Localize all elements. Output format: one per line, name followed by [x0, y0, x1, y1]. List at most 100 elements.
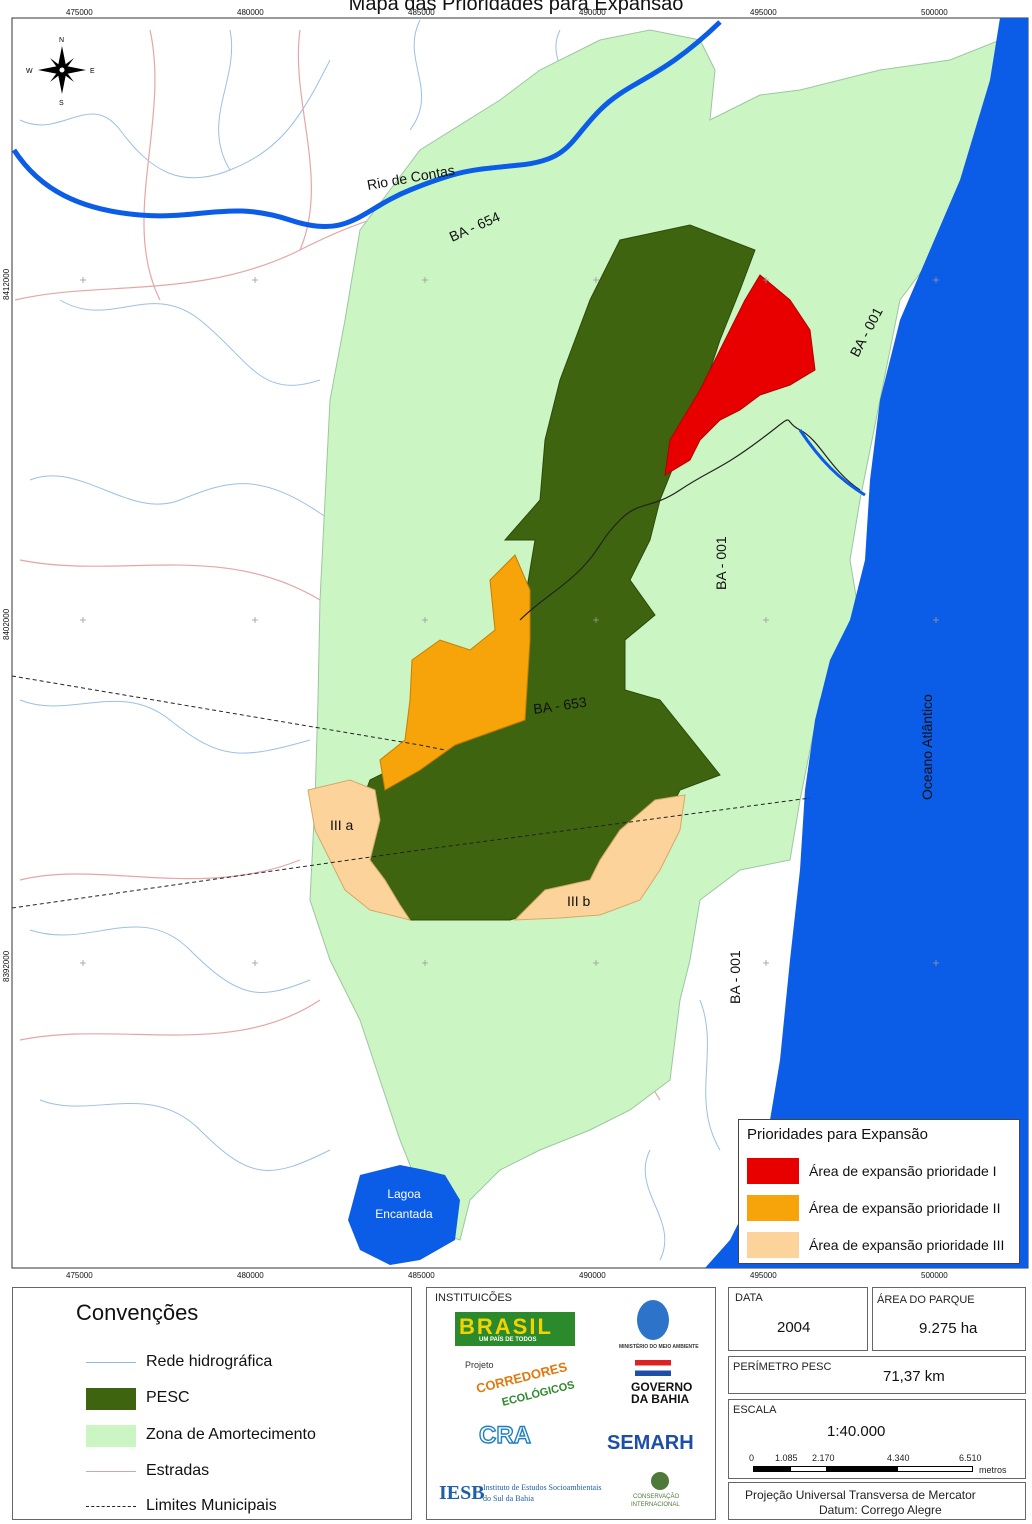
tree-icon [651, 1472, 669, 1490]
scale-tick-1: 1.085 [775, 1453, 798, 1463]
xtick-top-1: 480000 [237, 8, 264, 17]
priority-legend: Prioridades para Expansão Área de expans… [738, 1119, 1020, 1264]
area-panel: ÁREA DO PARQUE 9.275 ha [872, 1287, 1026, 1351]
scale-tick-4: 6.510 [959, 1453, 982, 1463]
projection-panel: Projeção Universal Transversa de Mercato… [728, 1482, 1026, 1520]
escala-panel: ESCALA 1:40.000 0 1.085 2.170 4.340 6.51… [728, 1399, 1026, 1479]
label-lagoa-2: Encantada [375, 1207, 433, 1221]
mma-logo: MINISTÉRIO DO MEIO AMBIENTE [619, 1300, 699, 1354]
xtick-bot-4: 495000 [750, 1271, 777, 1280]
label-oceano: Oceano Atlântico [919, 694, 935, 800]
rio-de-contas [11, 20, 722, 230]
priority-3a-area [307, 779, 412, 921]
priority-3-swatch [747, 1232, 799, 1258]
map-title: Mapa das Prioridades para Expansão [349, 0, 684, 15]
scale-tick-0: 0 [749, 1453, 755, 1463]
xtick-bot-0: 475000 [66, 1271, 93, 1280]
priority-1-swatch [747, 1158, 799, 1184]
zona-swatch [86, 1425, 136, 1447]
label-lagoa-1: Lagoa [387, 1187, 421, 1201]
priority-3-label: Área de expansão prioridade III [809, 1237, 1005, 1253]
institutions-title: INSTITUICÕES [435, 1292, 513, 1304]
convention-limites: Limites Municipais [13, 1492, 373, 1522]
cra-logo: CRA [475, 1418, 545, 1458]
buffer-zone [309, 29, 1001, 1241]
governo-text-2: DA BAHIA [631, 1392, 690, 1406]
xtick-top-5: 500000 [921, 8, 948, 17]
priority-legend-item-3: Área de expansão prioridade III [747, 1232, 1017, 1260]
priority-1-area [664, 274, 816, 476]
scale-tick-3: 4.340 [887, 1453, 910, 1463]
area-label: ÁREA DO PARQUE [877, 1294, 975, 1306]
xtick-bot-2: 485000 [408, 1271, 435, 1280]
priority-1-label: Área de expansão prioridade I [809, 1163, 997, 1179]
priority-2-swatch [747, 1195, 799, 1221]
scale-tick-2: 2.170 [812, 1453, 835, 1463]
atlantic-ocean [705, 18, 1028, 1268]
priority-legend-item-1: Área de expansão prioridade I [747, 1158, 1017, 1186]
iesb-full-2: do Sul da Bahia [483, 1494, 534, 1503]
conventions-panel: Convenções Rede hidrográfica PESC Zona d… [12, 1287, 412, 1520]
priority-2-label: Área de expansão prioridade II [809, 1200, 1001, 1216]
projection-line-1: Projeção Universal Transversa de Mercato… [745, 1488, 976, 1502]
compass-s: S [59, 100, 64, 107]
xtick-bot-1: 480000 [237, 1271, 264, 1280]
convention-label: Zona de Amortecimento [146, 1426, 316, 1443]
label-iiib: III b [567, 893, 591, 909]
hydro-line-icon [86, 1362, 136, 1363]
corredores-logo: Projeto CORREDORES ECOLÓGICOS [455, 1359, 585, 1409]
ci-text-1: CONSERVAÇÃO [633, 1494, 680, 1500]
perimetro-panel: PERÍMETRO PESC 71,37 km [728, 1356, 1026, 1394]
label-ba653: BA - 653 [532, 694, 588, 717]
scale-bar [753, 1466, 973, 1472]
xtick-top-0: 475000 [66, 8, 93, 17]
xtick-bot-3: 490000 [579, 1271, 606, 1280]
ci-logo: CONSERVAÇÃO INTERNACIONAL [625, 1470, 705, 1516]
label-iiia: III a [330, 817, 354, 833]
projection-line-2: Datum: Corrego Alegre [819, 1503, 942, 1517]
brasil-logo: BRASIL UM PAÍS DE TODOS [455, 1312, 575, 1346]
river-ba001-mouth [798, 429, 866, 497]
xtick-bot-5: 500000 [921, 1271, 948, 1280]
lagoa-encantada [348, 1165, 460, 1265]
ytick-0: 8412000 [2, 268, 11, 300]
compass-e: E [90, 68, 95, 75]
data-value: 2004 [777, 1319, 811, 1336]
ytick-1: 8402000 [2, 608, 11, 640]
governo-text-1: GOVERNO [631, 1380, 693, 1394]
institutions-panel: INSTITUICÕES BRASIL UM PAÍS DE TODOS MIN… [426, 1287, 716, 1520]
brasil-logo-sub: UM PAÍS DE TODOS [479, 1337, 537, 1343]
municipal-limits [11, 675, 811, 909]
grid-crosses [80, 277, 939, 966]
convention-estradas: Estradas [13, 1457, 373, 1487]
perimetro-value: 71,37 km [883, 1368, 945, 1385]
convention-label: Estradas [146, 1462, 210, 1479]
cra-text: CRA [478, 1421, 531, 1449]
perimetro-label: PERÍMETRO PESC [733, 1361, 832, 1373]
compass-rose-icon: N S E W [26, 37, 95, 107]
corredores-projeto: Projeto [465, 1360, 494, 1370]
compass-w: W [26, 68, 33, 75]
priority-3b-area [513, 794, 686, 921]
limit-line-icon [86, 1506, 136, 1507]
priority-legend-title: Prioridades para Expansão [747, 1126, 928, 1143]
data-panel: DATA 2004 [728, 1287, 868, 1351]
label-ba001-c: BA - 001 [727, 950, 743, 1004]
ytick-2: 8392000 [2, 950, 11, 982]
brasil-logo-text: BRASIL [459, 1314, 553, 1339]
convention-rede-hidrografica: Rede hidrográfica [13, 1348, 373, 1378]
pesc-swatch [86, 1388, 136, 1410]
xtick-top-3: 490000 [579, 8, 606, 17]
convention-label: Limites Municipais [146, 1497, 277, 1514]
xtick-top-2: 485000 [408, 8, 435, 17]
convention-zona: Zona de Amortecimento [13, 1421, 373, 1451]
priority-2-area [379, 554, 531, 791]
semarh-text: SEMARH [607, 1432, 694, 1454]
convention-label: PESC [146, 1389, 190, 1406]
convention-label: Rede hidrográfica [146, 1353, 273, 1370]
governo-bahia-logo: GOVERNO DA BAHIA [605, 1360, 705, 1410]
data-label: DATA [735, 1292, 763, 1304]
iesb-text: IESB [439, 1482, 485, 1504]
label-ba001-b: BA - 001 [713, 536, 729, 590]
